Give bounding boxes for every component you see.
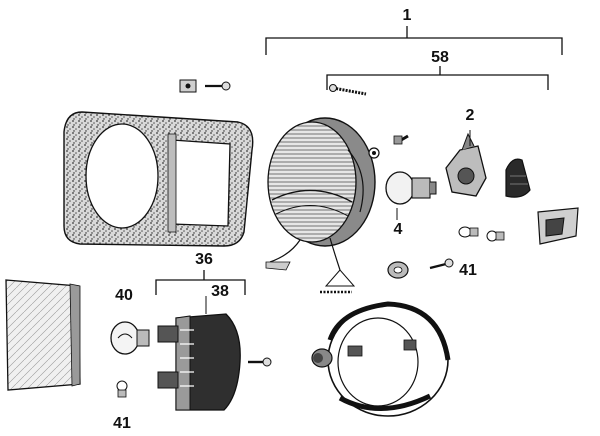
callout-41-left: 41 <box>113 415 131 432</box>
callout-1: 1 <box>403 7 412 24</box>
small-hardware <box>368 134 409 159</box>
callout-58: 58 <box>431 49 449 66</box>
indicator-glass <box>5 279 81 391</box>
screw-middle <box>248 357 272 367</box>
rubber-boot <box>505 158 531 198</box>
callout-2: 2 <box>466 107 475 124</box>
adjuster-screw <box>329 84 367 96</box>
headlight-bezel <box>63 111 254 247</box>
callout-40: 40 <box>115 287 133 304</box>
parking-bulbs-right <box>458 226 505 242</box>
bracket-1 <box>265 26 563 55</box>
clip-and-screw <box>179 79 231 93</box>
rubber-plug <box>311 348 333 368</box>
bracket-58 <box>326 66 549 90</box>
bracket-36 <box>155 270 246 295</box>
bulb-holder <box>445 130 487 197</box>
grommet-and-screw <box>387 258 454 279</box>
callout-4: 4 <box>394 221 403 238</box>
callout-36: 36 <box>195 251 213 268</box>
headlamp-bulb <box>385 171 437 220</box>
small-bulb-left <box>116 380 128 398</box>
callout-41-right: 41 <box>459 262 477 279</box>
connector-plate <box>537 207 579 245</box>
indicator-lamp-assembly <box>157 296 241 411</box>
headlamp-unit <box>265 117 376 294</box>
indicator-bulb <box>110 321 150 355</box>
headlamp-housing <box>327 301 451 417</box>
callout-38: 38 <box>211 283 229 300</box>
